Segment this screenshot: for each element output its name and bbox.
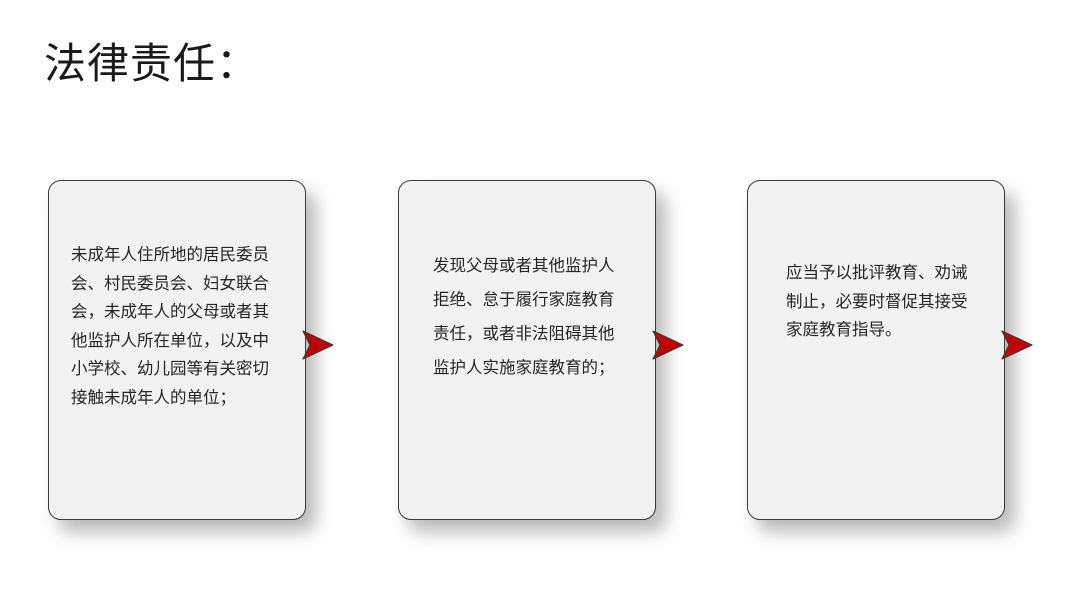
process-step-card-2: 发现父母或者其他监护人拒绝、怠于履行家庭教育责任，或者非法阻碍其他监护人实施家庭… xyxy=(398,180,684,520)
arrow-right-icon xyxy=(302,330,334,360)
process-step-text-3: 应当予以批评教育、劝诫制止，必要时督促其接受家庭教育指导。 xyxy=(786,263,968,339)
arrow-right-icon xyxy=(652,330,684,360)
page-title: 法律责任： xyxy=(44,39,260,88)
arrow-right-icon xyxy=(1001,330,1033,360)
process-step-text-2: 发现父母或者其他监护人拒绝、怠于履行家庭教育责任，或者非法阻碍其他监护人实施家庭… xyxy=(433,256,615,377)
process-step-text-1: 未成年人住所地的居民委员会、村民委员会、妇女联合会，未成年人的父母或者其他监护人… xyxy=(71,245,269,407)
process-step-card-3: 应当予以批评教育、劝诫制止，必要时督促其接受家庭教育指导。 xyxy=(747,180,1033,520)
process-step-card-1: 未成年人住所地的居民委员会、村民委员会、妇女联合会，未成年人的父母或者其他监护人… xyxy=(48,180,334,520)
